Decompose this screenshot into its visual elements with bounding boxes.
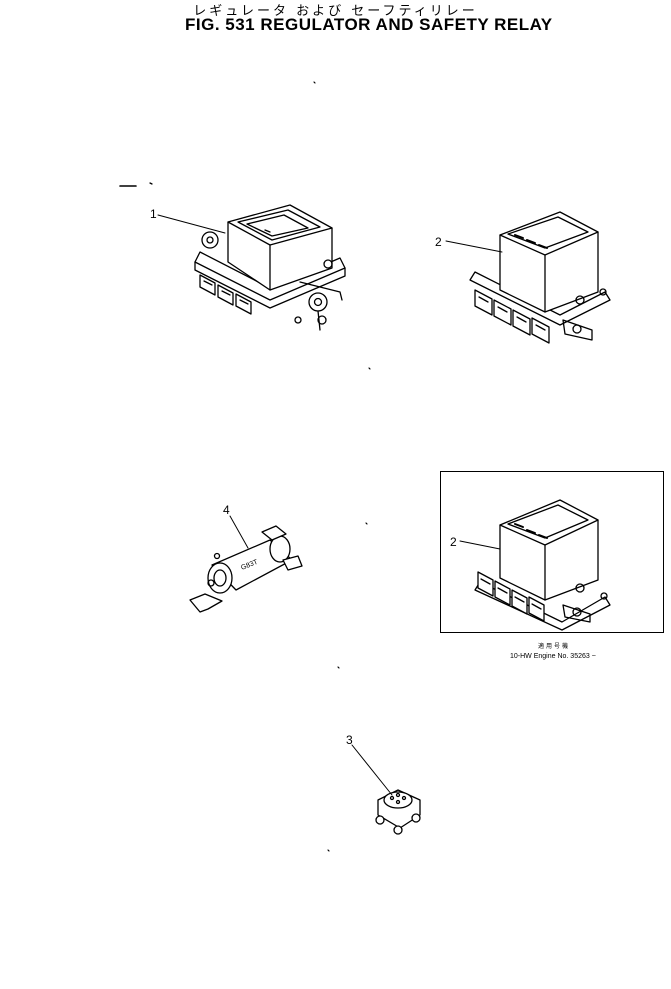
serial-range-inset-frame <box>440 471 664 633</box>
figure-title-japanese: レギュレータ および セーフティリレー <box>193 4 478 19</box>
stray-marks <box>313 81 371 852</box>
part-3-connector <box>375 789 421 835</box>
callout-2: 2 <box>435 235 442 249</box>
callout-4: 4 <box>223 503 230 517</box>
part-2-relay-alternate <box>474 499 611 631</box>
callout-2-inset: 2 <box>450 535 457 549</box>
applicable-serial-label-jp: 適用号機 <box>538 644 571 650</box>
leader-lines <box>157 214 503 796</box>
applicable-serial-label: 10-HW Engine No. 35263 ~ <box>510 653 596 660</box>
part-2-relay <box>469 211 611 344</box>
stray-marks <box>119 182 153 187</box>
part-4-resistor: G83T <box>189 525 303 613</box>
callout-3: 3 <box>346 733 353 747</box>
figure-title: FIG. 531 REGULATOR AND SAFETY RELAY <box>185 15 553 34</box>
callout-1: 1 <box>150 207 157 221</box>
part-1-regulator <box>194 204 346 331</box>
callout-labels: 1 2 2 3 4 <box>150 207 457 747</box>
